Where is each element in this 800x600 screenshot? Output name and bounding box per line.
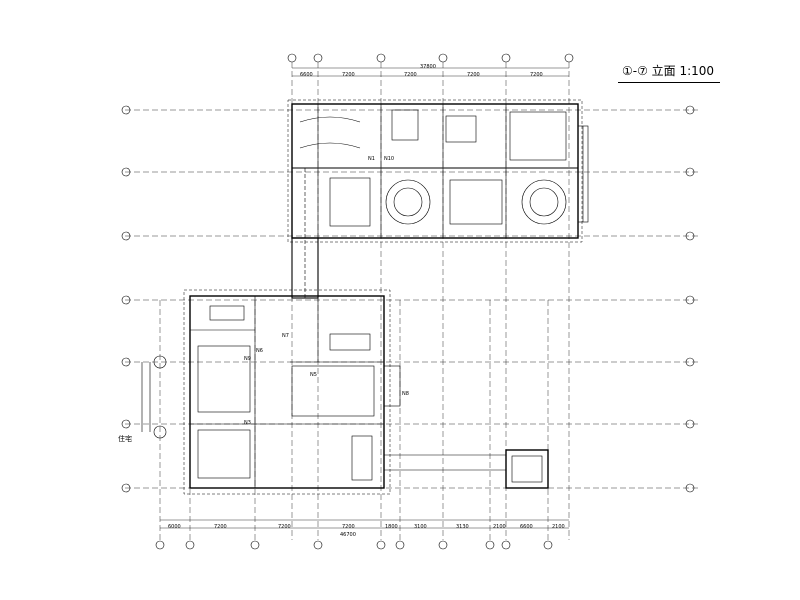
dim-bottom-4: 7200 bbox=[342, 524, 355, 530]
label-n3: N3 bbox=[244, 420, 251, 426]
axis-bubbles-top bbox=[287, 53, 574, 63]
dim-bottom-7: 3130 bbox=[456, 524, 469, 530]
label-residence: 住宅 bbox=[118, 435, 132, 443]
dim-bottom-6: 3100 bbox=[414, 524, 427, 530]
dim-top-total: 37800 bbox=[420, 64, 436, 70]
dim-bottom-3: 7200 bbox=[278, 524, 291, 530]
dim-bottom-8: 2100 bbox=[493, 524, 506, 530]
dim-bottom-5: 1800 bbox=[385, 524, 398, 530]
label-n8: N8 bbox=[402, 391, 409, 397]
dim-top-1: 6600 bbox=[300, 72, 313, 78]
bottom-dimension-line bbox=[160, 519, 569, 529]
top-dimension-line bbox=[292, 67, 569, 77]
label-n9: N9 bbox=[244, 356, 251, 362]
drawing-title-block: ①-⑦ 立面 1:100 bbox=[618, 60, 720, 83]
dim-top-3: 7200 bbox=[404, 72, 417, 78]
dim-bottom-10: 2100 bbox=[552, 524, 565, 530]
dim-bottom-total: 46700 bbox=[340, 532, 356, 538]
dim-top-4: 7200 bbox=[467, 72, 480, 78]
axis-bubbles-bottom bbox=[155, 540, 553, 550]
drawing-title: ①-⑦ 立面 1:100 bbox=[622, 64, 715, 78]
dim-top-5: 7200 bbox=[530, 72, 543, 78]
axis-bubbles-side bbox=[121, 105, 695, 493]
dim-bottom-2: 7200 bbox=[214, 524, 227, 530]
annex bbox=[384, 449, 549, 489]
label-n5: N5 bbox=[310, 372, 317, 378]
corridor bbox=[291, 168, 319, 300]
dim-bottom-9: 6600 bbox=[520, 524, 533, 530]
grid-lines bbox=[125, 62, 700, 540]
label-n6: N6 bbox=[256, 348, 263, 354]
label-n10: N10 bbox=[384, 156, 395, 162]
lower-building bbox=[141, 289, 401, 495]
dim-top-2: 7200 bbox=[342, 72, 355, 78]
label-n7: N7 bbox=[282, 333, 289, 339]
dim-bottom-1: 6000 bbox=[168, 524, 181, 530]
label-n1: N1 bbox=[368, 156, 375, 162]
upper-building bbox=[287, 99, 589, 243]
